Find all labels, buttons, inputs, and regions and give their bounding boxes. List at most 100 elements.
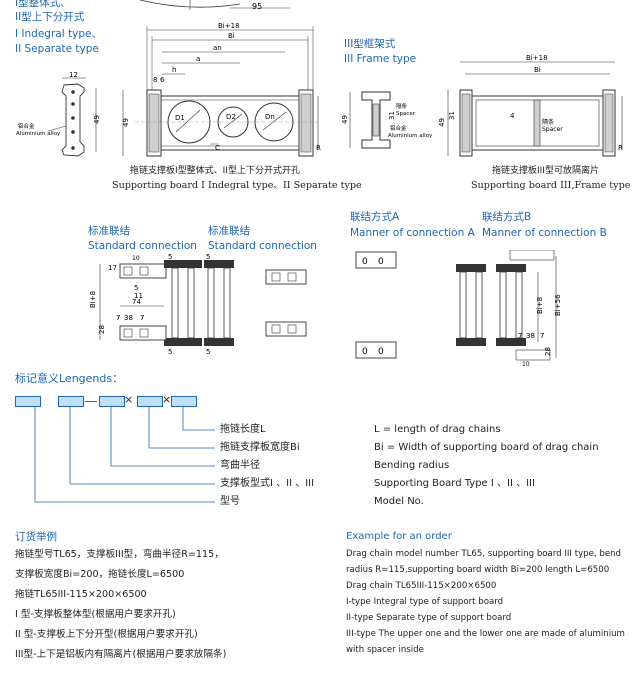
svg-text:R: R xyxy=(618,144,623,152)
order-cn-line: III型-上下是铝板内有隔离片(根据用户要求放隔条) xyxy=(15,649,227,660)
manner-a-connection: 0 0 0 0 xyxy=(355,251,486,359)
legend-box-width xyxy=(137,396,163,407)
svg-text:铝合金: 铝合金 xyxy=(390,124,407,132)
legend-title: 标记意义Lengends： xyxy=(15,372,124,385)
legend-item-model-en: Model No. xyxy=(374,496,424,507)
legend-leader-lines xyxy=(34,406,215,503)
svg-text:隔条: 隔条 xyxy=(542,118,554,126)
order-en-line: Drag chain TL65III-115×200×6500 xyxy=(346,581,497,591)
manner-a-cn: 联结方式A xyxy=(350,211,400,223)
order-cn-line: II 型-支撑板上下分开型(根据用户要求开孔) xyxy=(15,629,198,640)
order-cn-line: 支撑板宽度Bi=200，拖链长度L=6500 xyxy=(15,569,185,580)
order-cn-line: I 型-支撑板整体型(根据用户要求开孔) xyxy=(15,609,176,620)
manner-b-cn: 联结方式B xyxy=(482,211,532,223)
std-conn-1-cn: 标准联结 xyxy=(88,225,130,237)
order-cn-title: 订货举例 xyxy=(15,531,57,543)
svg-text:Spacer: Spacer xyxy=(396,111,416,117)
svg-text:5: 5 xyxy=(206,253,210,261)
label-d1: D1 xyxy=(175,114,185,122)
svg-text:38: 38 xyxy=(124,314,133,322)
order-en-body: Drag chain model number TL65, supporting… xyxy=(346,546,625,658)
legend-item-length-en: L = length of drag chains xyxy=(374,424,501,435)
svg-text:38: 38 xyxy=(526,332,535,340)
legend-item-type-cn: 支撑板型式I 、II 、III xyxy=(220,478,315,489)
order-cn-body: 拖链型号TL65，支撑板III型，弯曲半径R=115， 支撑板宽度Bi=200，… xyxy=(15,545,226,665)
svg-text:7: 7 xyxy=(540,332,544,340)
svg-text:铝合金: 铝合金 xyxy=(18,122,35,130)
legend-box-model xyxy=(15,396,41,407)
legend-box-type xyxy=(58,396,84,407)
svg-text:7: 7 xyxy=(140,314,144,322)
svg-text:49: 49 xyxy=(341,115,349,124)
order-en-line: III-type The upper one and the lower one… xyxy=(346,629,625,639)
manner-b-en: Manner of connection B xyxy=(482,227,607,239)
svg-text:0: 0 xyxy=(378,347,384,357)
legend-box-radius xyxy=(99,396,125,407)
svg-text:8: 8 xyxy=(153,76,157,84)
std-connection-1: Bi+8 74 7 38 7 28 17 10 5 11 5 5 xyxy=(89,253,202,356)
legend-item-type-en: Supporting Board Type I 、II 、III xyxy=(374,478,535,489)
svg-text:28: 28 xyxy=(98,325,106,334)
frame-profile: 49 31 隔条 Spacer 铝合金 Aluminium alloy xyxy=(341,91,433,149)
svg-text:0: 0 xyxy=(362,257,368,267)
legend-box-length xyxy=(171,396,197,407)
label-d2: D2 xyxy=(226,113,236,121)
manner-a-en: Manner of connection A xyxy=(350,227,475,239)
svg-text:隔条: 隔条 xyxy=(396,102,408,110)
legend-times-1: × xyxy=(124,393,134,406)
svg-text:Bi+18: Bi+18 xyxy=(526,54,548,62)
svg-text:10: 10 xyxy=(132,255,140,262)
svg-text:28: 28 xyxy=(544,347,552,356)
caption-right-cn: 拖链支撑板III型可放隔离片 xyxy=(492,166,599,176)
svg-text:7: 7 xyxy=(116,314,120,322)
header-type1-en: I Indegral type、 xyxy=(15,28,102,40)
svg-text:5: 5 xyxy=(168,253,172,261)
svg-text:74: 74 xyxy=(132,298,141,306)
header-type1-cn: I型整体式、 xyxy=(15,0,71,9)
dim-95: 95 xyxy=(252,2,262,11)
svg-text:a: a xyxy=(196,55,200,63)
caption-left-cn: 拖链支撑板I型整体式、II型上下分开式开孔 xyxy=(130,166,300,176)
legend-item-radius-cn: 弯曲半径 xyxy=(220,460,260,471)
std-conn-1-en: Standard connection xyxy=(88,240,197,252)
legend-times-2: × xyxy=(162,393,172,406)
svg-text:R: R xyxy=(316,144,321,152)
svg-text:11: 11 xyxy=(134,292,143,300)
label-dn: Dn xyxy=(265,113,275,121)
order-cn-line: 拖链型号TL65，支撑板III型，弯曲半径R=115， xyxy=(15,549,224,560)
svg-text:Aluminium alloy: Aluminium alloy xyxy=(16,131,61,137)
svg-text:49: 49 xyxy=(93,115,101,124)
order-cn-line: 拖链TL65III-115×200×6500 xyxy=(15,589,147,600)
caption-right-en: Supporting board III,Frame type xyxy=(471,180,631,191)
svg-text:6: 6 xyxy=(160,76,165,84)
svg-text:5: 5 xyxy=(168,348,172,356)
svg-text:Bi+8: Bi+8 xyxy=(89,291,97,308)
order-en-line: radius R=115,supporting board width Bi=2… xyxy=(346,565,610,575)
svg-text:an: an xyxy=(213,44,222,52)
svg-text:Spacer: Spacer xyxy=(542,126,563,133)
legend-item-width-en: Bi = Width of supporting board of drag c… xyxy=(374,442,599,453)
svg-text:31: 31 xyxy=(388,111,396,120)
order-en-line: Drag chain model number TL65, supporting… xyxy=(346,549,622,559)
header-frame-en: III Frame type xyxy=(344,53,417,65)
svg-text:31: 31 xyxy=(448,111,456,120)
support-board-drawing-type12: 95 12 49 铝合金 Aluminium alloy Bi+18 Bi an… xyxy=(16,0,321,157)
svg-text:7: 7 xyxy=(518,332,522,340)
order-en-line: with spacer inside xyxy=(346,645,424,655)
svg-text:Bi+18: Bi+18 xyxy=(218,22,240,30)
svg-text:Bi+56: Bi+56 xyxy=(554,294,562,316)
svg-text:10: 10 xyxy=(522,361,530,368)
order-en-line: I-type Integral type of support board xyxy=(346,597,504,607)
std-conn-2-cn: 标准联结 xyxy=(208,225,250,237)
svg-text:Aluminium alloy: Aluminium alloy xyxy=(388,133,433,139)
support-board-drawing-type3: 49 31 隔条 Spacer 铝合金 Aluminium alloy Bi+1… xyxy=(341,54,623,157)
svg-text:12: 12 xyxy=(69,71,78,79)
order-en-line: II-type Separate type of support board xyxy=(346,613,512,623)
manner-b-connection: 11 11 7 38 7 Bi+8 Bi+56 28 10 xyxy=(496,250,562,368)
svg-text:0: 0 xyxy=(378,257,384,267)
svg-text:Bi+8: Bi+8 xyxy=(536,297,544,314)
svg-text:49: 49 xyxy=(122,118,130,127)
svg-text:Bi: Bi xyxy=(228,32,235,40)
svg-text:0: 0 xyxy=(362,347,368,357)
order-en-title: Example for an order xyxy=(346,531,452,542)
